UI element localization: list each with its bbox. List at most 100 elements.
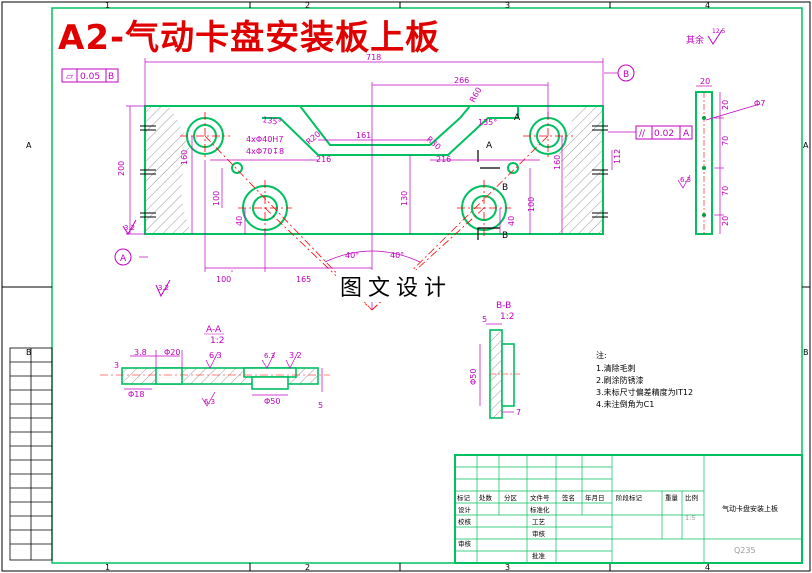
svg-text:40: 40 <box>507 216 516 226</box>
zone-left-b: B <box>26 348 32 357</box>
zone-top-2: 2 <box>305 1 310 10</box>
zone-left-a: A <box>26 141 32 150</box>
svg-text:Φ50: Φ50 <box>469 369 478 385</box>
notes-heading: 注: <box>596 350 607 360</box>
svg-text:A: A <box>120 254 127 264</box>
svg-text:20: 20 <box>700 77 710 86</box>
section-aa: A-A 1:2 3.8 Φ20 6.3 3.2 Φ18 Φ50 5 <box>100 325 330 410</box>
parallelism-frame: // 0.02 A <box>635 125 693 140</box>
svg-text:160: 160 <box>553 155 562 170</box>
right-hatch <box>558 106 603 234</box>
svg-text:12.5: 12.5 <box>712 28 726 35</box>
left-hatch <box>145 106 192 234</box>
svg-text:3.2: 3.2 <box>124 224 135 232</box>
svg-text:1:2: 1:2 <box>210 336 224 346</box>
watermark: 图文设计 <box>336 270 457 302</box>
surface-finish-rest: 其余 12.5 <box>686 28 726 46</box>
svg-text:A-A: A-A <box>206 325 222 335</box>
svg-text:Φ20: Φ20 <box>164 348 180 357</box>
zone-right-a: A <box>803 141 809 150</box>
svg-text:设计: 设计 <box>458 505 472 514</box>
inner-frame <box>51 7 803 564</box>
svg-text:70: 70 <box>721 186 730 196</box>
zone-bottom-1: 1 <box>105 563 110 572</box>
svg-text:0.05: 0.05 <box>80 72 100 82</box>
main-dimension-texts: 718 266 135° R60 135° R20 R30 161 216 21… <box>117 53 622 284</box>
svg-text:Φ18: Φ18 <box>128 390 144 399</box>
svg-text:6.3: 6.3 <box>209 351 222 360</box>
svg-text:比例: 比例 <box>685 493 698 502</box>
svg-text:216: 216 <box>316 155 331 164</box>
section-a-label-top: A <box>514 113 521 123</box>
svg-text:年月日: 年月日 <box>585 493 605 502</box>
zone-top-3: 3 <box>505 1 510 10</box>
zone-top-1: 1 <box>105 1 110 10</box>
svg-text:3.2: 3.2 <box>289 351 302 360</box>
svg-text:20: 20 <box>721 216 730 226</box>
center-slot <box>262 105 519 156</box>
svg-text:4xΦ70↧8: 4xΦ70↧8 <box>246 147 284 156</box>
zone-right-b: B <box>803 348 809 357</box>
svg-text:0.02: 0.02 <box>654 129 674 139</box>
svg-text:Φ50: Φ50 <box>264 397 280 406</box>
section-b-label: B <box>502 231 508 241</box>
svg-text:100: 100 <box>212 191 221 206</box>
technical-notes: 注: 1.清除毛刺 2.刷涂防锈漆 3.未标尺寸偏差精度为IT12 4.未注倒角… <box>596 350 693 409</box>
svg-text:135°: 135° <box>262 115 283 127</box>
note-1: 1.清除毛刺 <box>596 363 636 373</box>
svg-text:工艺: 工艺 <box>532 518 546 526</box>
svg-text:130: 130 <box>400 191 409 206</box>
zone-bottom-3: 3 <box>505 563 510 572</box>
svg-text:其余: 其余 <box>686 34 704 46</box>
title-block: 标记 处数 分区 文件号 签名 年月日 设计 校核 审核 标准化 工艺 审核 批… <box>454 454 803 564</box>
svg-text:批准: 批准 <box>532 551 546 560</box>
svg-text:B: B <box>108 72 114 82</box>
overlay-title: A2-气动卡盘安装板上板 <box>58 18 441 58</box>
svg-text:7: 7 <box>516 408 521 417</box>
svg-text:100: 100 <box>527 197 536 212</box>
svg-text:文件号: 文件号 <box>530 493 550 502</box>
svg-text:5: 5 <box>482 315 487 324</box>
svg-text:70: 70 <box>721 136 730 146</box>
svg-text:6.3: 6.3 <box>680 176 691 184</box>
zone-bottom-4: 4 <box>705 563 710 572</box>
svg-text:200: 200 <box>117 161 126 176</box>
svg-text:重量: 重量 <box>665 494 679 502</box>
side-view: 20 20 70 70 20 Φ7 6.3 <box>677 77 765 235</box>
svg-text:3.8: 3.8 <box>134 348 147 357</box>
svg-text:6.3: 6.3 <box>264 352 275 360</box>
svg-text:40: 40 <box>235 216 244 226</box>
note-2: 2.刷涂防锈漆 <box>596 375 644 385</box>
svg-text:6.3: 6.3 <box>204 398 215 406</box>
svg-text:Φ7: Φ7 <box>754 99 765 108</box>
surface-finish-marks: 3.2 3.2 <box>122 219 171 298</box>
flatness-frame: ⏥ 0.05 B <box>61 68 119 83</box>
svg-text:20: 20 <box>721 100 730 110</box>
svg-text:R60: R60 <box>468 86 484 104</box>
svg-text:A: A <box>683 129 690 139</box>
svg-text:校核: 校核 <box>458 517 472 526</box>
section-b-label-mid: B <box>502 183 508 193</box>
svg-text:Q235: Q235 <box>734 546 756 555</box>
svg-text:B-B: B-B <box>496 301 511 311</box>
svg-text:266: 266 <box>454 76 469 85</box>
small-hole-left <box>231 162 243 174</box>
svg-text:阶段标记: 阶段标记 <box>616 493 643 502</box>
datum-b-bubble: B <box>617 64 635 82</box>
svg-text:气动卡盘安装上板: 气动卡盘安装上板 <box>722 504 778 513</box>
small-hole-right <box>507 162 519 174</box>
svg-text:B: B <box>623 70 629 80</box>
svg-text:标准化: 标准化 <box>530 505 550 514</box>
svg-text:165: 165 <box>296 275 311 284</box>
note-3: 3.未标尺寸偏差精度为IT12 <box>596 387 693 397</box>
svg-text:112: 112 <box>613 149 622 164</box>
zone-top-4: 4 <box>705 1 710 10</box>
svg-text:100: 100 <box>216 275 231 284</box>
svg-text:135°: 135° <box>478 118 497 127</box>
svg-text:处数: 处数 <box>479 493 493 502</box>
section-bb: B-B 1:2 5 Φ50 7 <box>469 301 521 419</box>
svg-text:718: 718 <box>366 53 381 62</box>
svg-text:3: 3 <box>114 361 119 370</box>
